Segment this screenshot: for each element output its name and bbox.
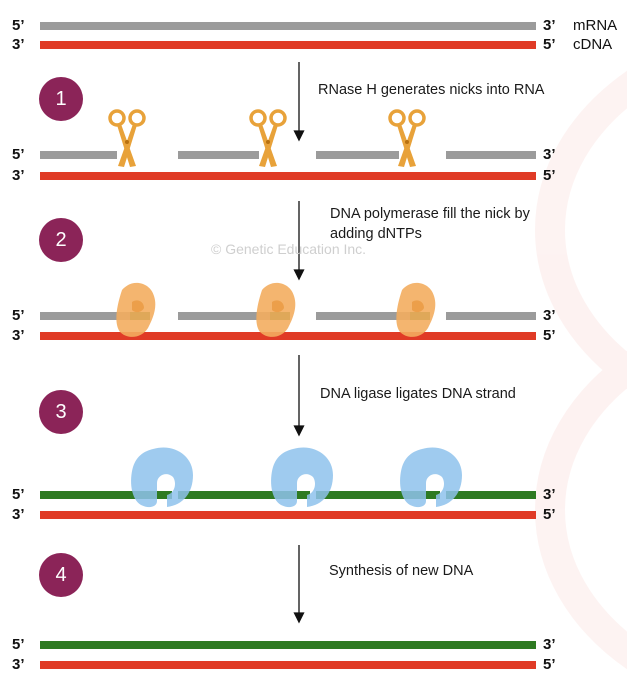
cdna-strand-final [40,661,536,669]
dna-polymerase-icon [256,282,296,337]
cdna-five-prime-label: 5’ [543,36,556,53]
mrna-label: mRNA [573,17,618,34]
step-3-text: DNA ligase ligates DNA strand [320,386,516,402]
step3-strands [40,491,536,519]
step1-cdna-five-prime: 5’ [543,167,556,184]
cdna-label: cDNA [573,36,613,53]
down-arrow-icon [293,545,305,624]
step3-dna-five-prime: 5’ [12,486,25,503]
step-4-text: Synthesis of new DNA [329,563,474,579]
mrna-strand [40,22,536,30]
dna-polymerase-icon [396,282,436,337]
watermark: © Genetic Education Inc. [211,241,367,257]
step4-dna-three-prime: 3’ [543,636,556,653]
step-1-badge: 1 [39,77,83,121]
step2-cdna-three-prime: 3’ [12,327,25,344]
step-3-badge: 3 [39,390,83,434]
step-2-text: DNA polymerase fill the nick by adding d… [330,206,530,242]
step-1-text: RNase H generates nicks into RNA [318,82,545,98]
step3-cdna-three-prime: 3’ [12,506,25,523]
step-2-badge: 2 [39,218,83,262]
cdna-strand [40,41,536,49]
step1-strands [40,151,536,180]
cdna-three-prime-label: 3’ [12,36,25,53]
down-arrow-icon [293,355,305,437]
new-dna-strand [40,641,536,649]
step2-rna-three-prime: 3’ [543,307,556,324]
step3-cdna-five-prime: 5’ [543,506,556,523]
mrna-five-prime-label: 5’ [12,17,25,34]
mrna-three-prime-label: 3’ [543,17,556,34]
down-arrow-icon [293,62,305,142]
step2-cdna-five-prime: 5’ [543,327,556,344]
step3-dna-three-prime: 3’ [543,486,556,503]
step4-cdna-three-prime: 3’ [12,656,25,673]
step1-rna-five-prime: 5’ [12,146,25,163]
down-arrow-icon [293,201,305,281]
step1-cdna-three-prime: 3’ [12,167,25,184]
step2-rna-five-prime: 5’ [12,307,25,324]
dna-polymerase-icon [116,282,156,337]
step-4-badge: 4 [39,553,83,597]
step4-dna-five-prime: 5’ [12,636,25,653]
step1-rna-three-prime: 3’ [543,146,556,163]
step4-cdna-five-prime: 5’ [543,656,556,673]
